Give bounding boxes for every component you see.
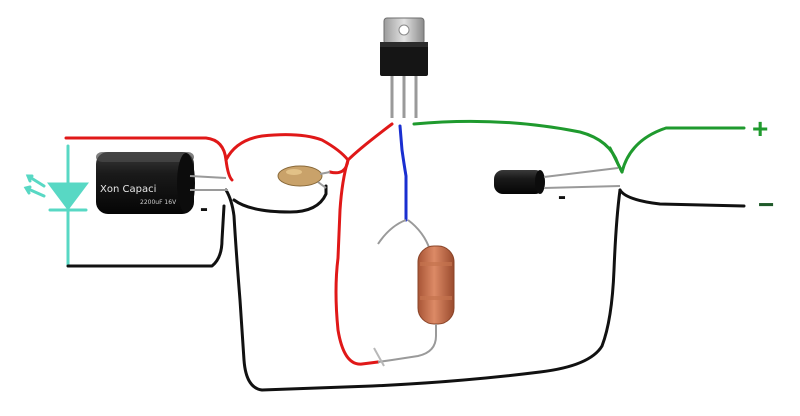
red-wire-ceramic [328, 158, 350, 175]
cap-large-minus-mark: - [200, 195, 208, 222]
output-minus-label: − [758, 189, 774, 220]
output-plus-label: + [752, 113, 768, 144]
blue-wire [398, 124, 408, 222]
cap-small-minus-mark: - [558, 183, 566, 210]
ground-wire-output [618, 188, 746, 208]
resistor-icon [373, 219, 455, 367]
green-wire-join [608, 146, 624, 174]
cap-brand-label: Xon Capaci [100, 184, 156, 195]
led-to-cap-wire [66, 204, 226, 268]
cap-rating-label: 2200uF 16V [140, 199, 177, 206]
red-wire-down [334, 158, 380, 366]
electrolytic-capacitor-icon: Xon Capaci 2200uF 16V [96, 152, 228, 214]
ground-wire-ceramic [232, 184, 328, 214]
green-wire-output [412, 119, 746, 174]
red-wire-loop [224, 122, 394, 162]
small-capacitor-icon [494, 167, 621, 194]
ceramic-capacitor-icon [277, 165, 331, 189]
ground-wire-left [224, 188, 622, 392]
voltage-regulator-icon [380, 17, 428, 118]
led-diode-icon [23, 144, 89, 268]
